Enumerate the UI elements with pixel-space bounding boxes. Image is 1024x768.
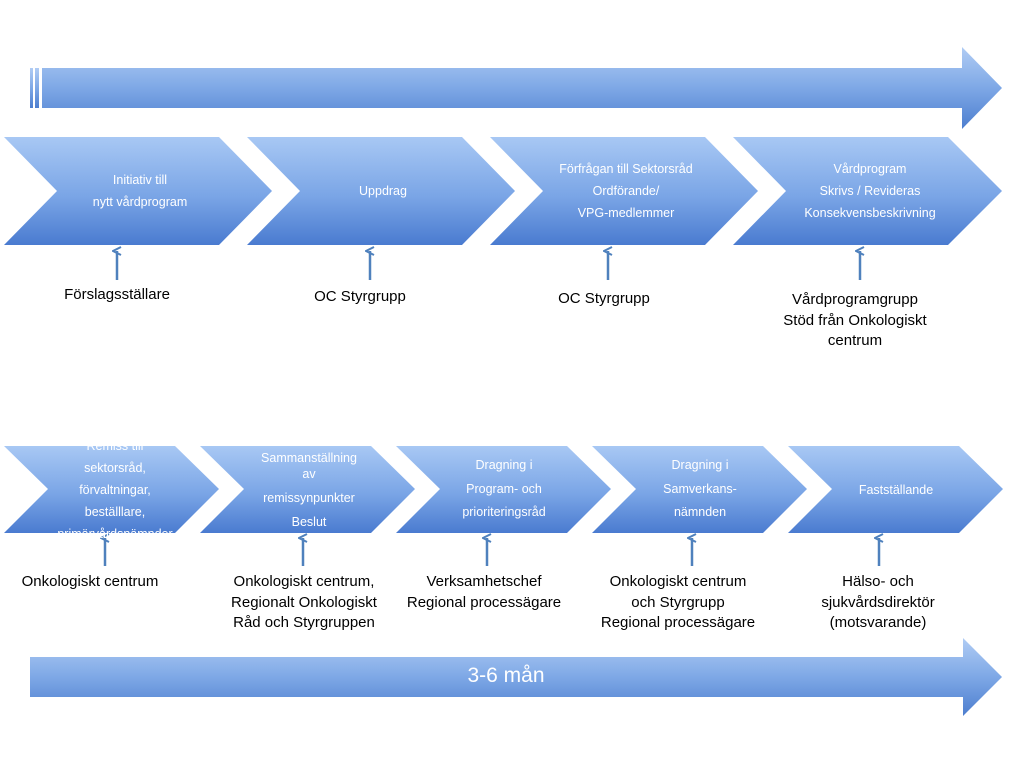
chevron-faststallande <box>788 446 1003 533</box>
responsible-label: Onkologiskt centrum <box>21 573 159 590</box>
step-remiss-text: Remiss till sektorsråd, förvaltningar, b… <box>57 438 173 541</box>
responsible-label: Hälso- och sjukvårdsdirektör (motsvarand… <box>821 573 935 631</box>
chevron-dragning-program <box>396 446 611 533</box>
chevron-forfragan <box>490 137 758 245</box>
chevron-sammanstallning <box>200 446 415 533</box>
row1-up-arrows <box>117 251 860 280</box>
responsible-label: Onkologiskt centrum och Styrgrupp Region… <box>600 573 756 631</box>
chevron-initiativ <box>4 137 272 245</box>
responsible-label: OC Styrgrupp <box>314 288 406 305</box>
chevron-vardprogram <box>733 137 1002 245</box>
top-timeline-arrow <box>30 47 1002 129</box>
chevron-remiss <box>4 446 219 533</box>
responsible-label: Vårdprogramgrupp Stöd från Onkologiskt c… <box>783 291 927 349</box>
row2-chevrons <box>4 446 1003 533</box>
responsible-label: Verksamhetschef Regional processägare <box>406 573 562 611</box>
step-uppdrag-text: Uppdrag <box>359 184 407 198</box>
step-vardprogram-text: Vårdprogram Skrivs / Revideras Konsekven… <box>804 162 936 220</box>
step-initiativ-text: Initiativ till nytt vårdprogram <box>92 173 188 209</box>
responsible-label: Förslagsställare <box>64 286 170 303</box>
row1-chevrons <box>4 137 1002 245</box>
chevron-uppdrag <box>247 137 515 245</box>
duration-label: 3-6 mån <box>467 664 545 687</box>
row2-up-arrows <box>105 538 879 566</box>
responsible-label: Onkologiskt centrum, Regionalt Onkologis… <box>231 573 377 631</box>
step-dragning-samverkan-text: Dragning i Samverkans- nämnden <box>663 458 737 520</box>
step-forfragan-text: Förfrågan till Sektorsråd Ordförande/ VP… <box>559 162 693 220</box>
step-faststallande-text: Fastställande <box>858 482 934 497</box>
bottom-timeline-arrow <box>30 638 1002 716</box>
step-dragning-program-text: Dragning i Program- och prioriteringsråd <box>462 458 546 520</box>
chevron-dragning-samverkan <box>592 446 807 533</box>
responsible-label: OC Styrgrupp <box>558 290 650 307</box>
step-sammanstallning-text: Sammanställning av remissynpunkter Beslu… <box>261 450 357 529</box>
